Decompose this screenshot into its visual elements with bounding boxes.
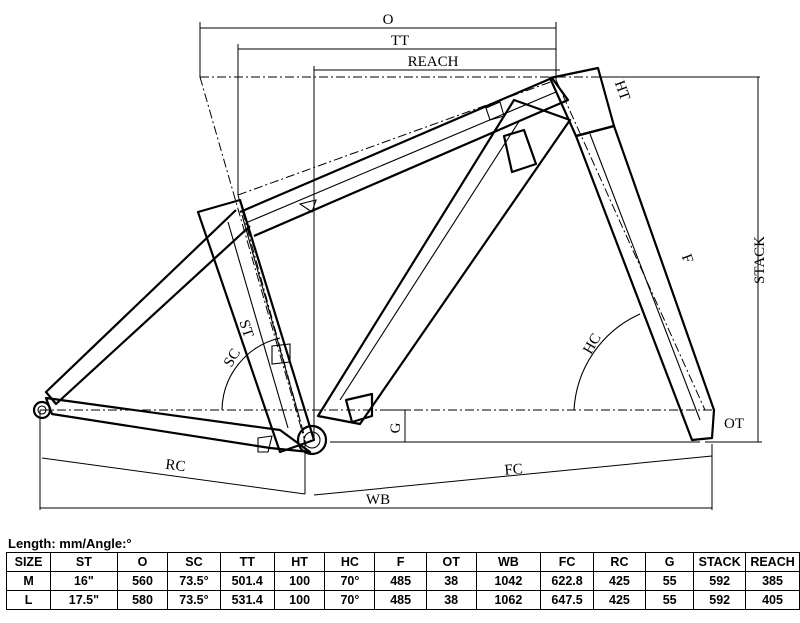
table-header-cell: G	[645, 552, 695, 572]
table-header-cell: HT	[273, 552, 326, 572]
dimension-rc: RC	[39, 410, 306, 510]
table-header-cell: TT	[219, 552, 275, 572]
table-cell: 405	[745, 590, 800, 610]
table-cell: 501.4	[219, 571, 275, 591]
dimension-o: O	[199, 12, 557, 80]
label-ot: OT	[724, 416, 744, 432]
label-sc: SC	[221, 346, 244, 370]
label-ht: HT	[611, 78, 633, 102]
table-cell: M	[5, 571, 52, 591]
label-g: G	[388, 422, 404, 433]
dimension-reach: REACH	[313, 54, 560, 440]
table-cell: 531.4	[219, 590, 275, 610]
table-cell: 100	[273, 590, 326, 610]
table-cell: 38	[425, 571, 477, 591]
dimension-stack: STACK	[598, 76, 768, 443]
table-cell: 560	[116, 571, 169, 591]
dimension-wb: WB	[40, 492, 712, 509]
table-cell: 73.5°	[167, 571, 221, 591]
table-header-cell: RC	[592, 552, 647, 572]
label-rc: RC	[165, 457, 187, 475]
top-tube	[239, 76, 570, 238]
down-tube	[316, 98, 572, 426]
angle-hc: HC	[573, 313, 641, 411]
table-header-cell: REACH	[745, 552, 800, 572]
dimension-fc: FC	[313, 444, 713, 510]
table-cell: 425	[592, 571, 647, 591]
table-cell: 1062	[475, 590, 542, 610]
table-cell: 647.5	[540, 590, 594, 610]
table-cell: 17.5"	[50, 590, 118, 610]
table-cell: L	[5, 590, 52, 610]
head-tube	[548, 66, 616, 138]
frame-geometry-diagram: O TT REACH STACK RC FC WB	[32, 12, 768, 510]
table-cell: 73.5°	[167, 590, 221, 610]
table-header-cell: STACK	[693, 552, 747, 572]
label-f: F	[678, 252, 696, 265]
table-cell: 592	[693, 571, 747, 591]
label-hc: HC	[580, 331, 604, 357]
units-label: Length: mm/Angle:°	[8, 536, 132, 551]
table-cell: 425	[592, 590, 647, 610]
table-header-cell: ST	[50, 552, 118, 572]
table-cell: 16"	[50, 571, 118, 591]
seat-stay	[44, 209, 251, 406]
dimension-tt: TT	[237, 33, 556, 195]
table-cell: 70°	[324, 590, 376, 610]
construction-lines	[40, 76, 715, 439]
rear-dropout	[32, 400, 52, 420]
table-header-cell: FC	[540, 552, 594, 572]
table-cell: 38	[425, 590, 477, 610]
label-fc: FC	[504, 461, 524, 479]
table-cell: 70°	[324, 571, 376, 591]
table-cell: 580	[116, 590, 169, 610]
table-header-cell: OT	[425, 552, 477, 572]
table-cell: 385	[745, 571, 800, 591]
table-cell: 1042	[475, 571, 542, 591]
table-cell: 622.8	[540, 571, 594, 591]
label-stack: STACK	[752, 236, 768, 284]
label-reach: REACH	[408, 54, 459, 70]
table-header-cell: HC	[324, 552, 376, 572]
table-header-cell: O	[116, 552, 169, 572]
table-cell: 592	[693, 590, 747, 610]
table-header-cell: SIZE	[5, 552, 52, 572]
label-tt: TT	[391, 33, 409, 49]
table-header-cell: SC	[167, 552, 221, 572]
seat-tube	[196, 198, 316, 454]
label-wb: WB	[366, 492, 390, 508]
label-st: ST	[235, 318, 256, 340]
table-cell: 55	[645, 571, 695, 591]
label-o: O	[383, 12, 394, 28]
fork	[574, 124, 716, 442]
table-cell: 55	[645, 590, 695, 610]
table-header-cell: F	[374, 552, 427, 572]
table-header-cell: WB	[475, 552, 542, 572]
table-cell: 100	[273, 571, 326, 591]
bottom-bracket	[296, 424, 328, 456]
table-cell: 485	[374, 571, 427, 591]
dimension-g: G	[330, 409, 700, 443]
table-cell: 485	[374, 590, 427, 610]
angle-sc: SC	[221, 337, 281, 411]
bike-frame	[32, 66, 716, 456]
